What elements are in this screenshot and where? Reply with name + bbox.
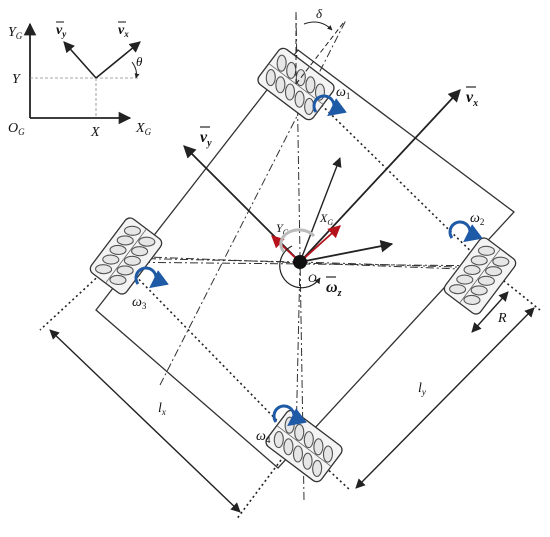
omega-z-arc-grey — [279, 228, 316, 253]
robot-vy-label: vy — [200, 129, 212, 149]
global-vx-arrow — [95, 41, 141, 79]
ly-label: ly — [418, 381, 426, 397]
global-x-label: XG — [135, 121, 152, 137]
lx-label: lx — [158, 401, 166, 417]
ly-dimension-line — [355, 307, 535, 489]
omega3-arrow — [134, 266, 169, 289]
robot-vy-arrow — [183, 145, 301, 263]
y-tick-label: Y — [12, 72, 22, 87]
r-dimension-line — [471, 291, 509, 333]
lx-dimension-line — [49, 329, 241, 513]
robot-vx-arrow — [299, 89, 461, 263]
robot-chassis — [95, 49, 515, 469]
axle-line-left — [117, 257, 297, 441]
axle-line-right — [299, 83, 489, 269]
x-tick-label: X — [90, 125, 100, 140]
r-label: R — [497, 311, 507, 326]
global-vx-label: vx — [118, 23, 129, 39]
omega3-label: ω3 — [132, 295, 147, 311]
global-frame: YG XG OG Y X vy vx θ — [8, 21, 152, 140]
delta-label: δ — [316, 6, 323, 21]
robot-center-point — [293, 255, 307, 269]
global-origin-label: OG — [8, 121, 25, 137]
wheel-2 — [441, 234, 519, 318]
theta-label: θ — [136, 54, 143, 69]
omega4-label: ω4 — [256, 429, 271, 445]
global-y-label: YG — [8, 25, 23, 41]
center-label: O — [308, 271, 317, 285]
omega1-label: ω1 — [336, 85, 350, 101]
delta-arc — [303, 21, 333, 31]
delta-roller-line — [295, 21, 345, 85]
omega-z-arc — [279, 245, 321, 289]
global-vy-label: vy — [56, 23, 67, 39]
omega-z-label: ωz — [326, 279, 342, 299]
local-x-label: XG — [319, 211, 333, 227]
robot-vx-label: vx — [466, 89, 478, 109]
wheel-rotation-arrows — [134, 94, 483, 427]
diag-arrow-upper — [299, 157, 342, 263]
omega1-arrow — [312, 94, 347, 117]
wheel2-link — [299, 261, 489, 269]
omega4-arrow — [272, 404, 307, 427]
local-x-arrow — [299, 225, 341, 263]
velocity-resultant-arrow — [299, 239, 394, 263]
theta-arc — [131, 61, 140, 79]
global-vy-arrow — [63, 41, 97, 79]
omega2-label: ω2 — [470, 211, 484, 227]
omega2-arrow — [448, 220, 483, 243]
